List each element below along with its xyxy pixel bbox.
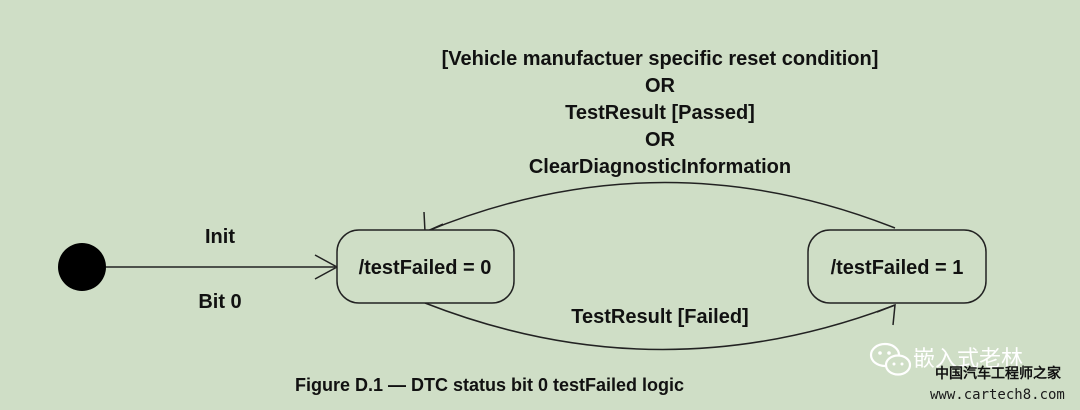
state-testfailed-1-label: /testFailed = 1 [831, 257, 964, 279]
reset-transition-arrowhead [423, 211, 444, 234]
failed-transition-arrowhead [876, 303, 896, 326]
watermark: 嵌入式老林 中国汽车工程师之家 www.cartech8.com [869, 342, 1065, 403]
watermark-brand: 嵌入式老林 [913, 347, 1023, 372]
initial-state-dot [58, 243, 106, 291]
init-label: Init [205, 226, 235, 248]
watermark-url: www.cartech8.com [930, 387, 1065, 403]
bit0-label: Bit 0 [198, 291, 241, 313]
watermark-subtitle: 中国汽车工程师之家 [935, 365, 1062, 381]
state-testfailed-0-label: /testFailed = 0 [359, 257, 492, 279]
reset-condition-line-1: [Vehicle manufactuer specific reset cond… [442, 48, 879, 70]
reset-condition-or-2: OR [645, 129, 676, 151]
reset-condition-line-2: TestResult [Passed] [565, 102, 755, 124]
reset-transition-arc [424, 181, 896, 233]
figure-caption: Figure D.1 — DTC status bit 0 testFailed… [295, 375, 684, 395]
state-testfailed-0 [336, 229, 515, 304]
failed-transition-arc [424, 302, 896, 351]
wechat-icon [869, 342, 912, 376]
reset-condition-line-3: ClearDiagnosticInformation [529, 156, 791, 178]
state-testfailed-1 [807, 229, 987, 304]
failed-transition-label: TestResult [Failed] [571, 306, 748, 328]
reset-condition-or-1: OR [645, 75, 676, 97]
